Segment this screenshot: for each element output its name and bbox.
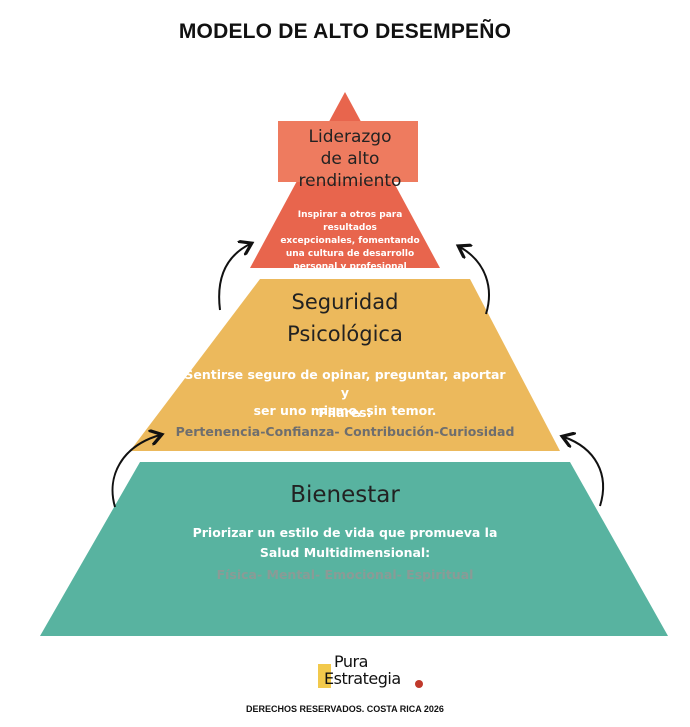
middle-tier-heading: Seguridad Psicológica <box>200 286 490 350</box>
pillars-list: Pertenencia-Confianza- Contribución-Curi… <box>175 424 515 439</box>
description-line: una cultura de desarrollo <box>285 249 415 259</box>
top-tier-heading-box <box>278 121 418 182</box>
middle-tier <box>130 279 560 451</box>
bottom-tier-description: Priorizar un estilo de vida que promueva… <box>180 523 510 563</box>
bottom-tier-heading: Bienestar <box>290 482 400 508</box>
footer-copyright: DERECHOS RESERVADOS. COSTA RICA 2026 <box>246 704 444 714</box>
left-upper-arrow <box>218 244 250 311</box>
pillars-label: Pilares: <box>318 405 372 420</box>
description-line: ser uno mismo, sin temor. <box>253 403 437 418</box>
heading-line: Psicológica <box>287 322 403 346</box>
top-tier-description: Inspirar a otros para resultados excepci… <box>270 209 430 274</box>
left-lower-arrow <box>111 435 160 508</box>
description-line: Salud Multidimensional: <box>259 545 431 560</box>
logo-line-1: Pura <box>334 652 368 671</box>
description-line: excepcionales, fomentando <box>280 236 420 246</box>
dimensions-list: Física- Mental- Emocional- Espiritual <box>216 567 474 582</box>
right-upper-arrow <box>460 247 490 315</box>
logo-accent-block <box>318 664 331 688</box>
brand-logo: Pura Estrategia <box>318 652 428 692</box>
description-line: Sentirse seguro de opinar, preguntar, ap… <box>184 367 506 400</box>
description-line: personal y profesional <box>293 262 407 272</box>
heading-line: Seguridad <box>291 290 399 314</box>
description-line: Inspirar a otros para resultados <box>297 210 403 233</box>
logo-line-2: Estrategia <box>324 669 401 688</box>
heading-line: rendimiento <box>298 171 402 191</box>
logo-dot-icon <box>415 680 423 688</box>
heading-line: Liderazgo <box>308 127 392 147</box>
middle-tier-description: Sentirse seguro de opinar, preguntar, ap… <box>180 366 510 420</box>
page-title: MODELO DE ALTO DESEMPEÑO <box>178 20 512 43</box>
top-tier-heading: Liderazgo de alto rendimiento <box>270 126 430 192</box>
heading-line: de alto <box>320 149 380 169</box>
bottom-tier <box>40 462 668 636</box>
right-lower-arrow <box>564 437 605 507</box>
description-line: Priorizar un estilo de vida que promueva… <box>192 525 498 540</box>
